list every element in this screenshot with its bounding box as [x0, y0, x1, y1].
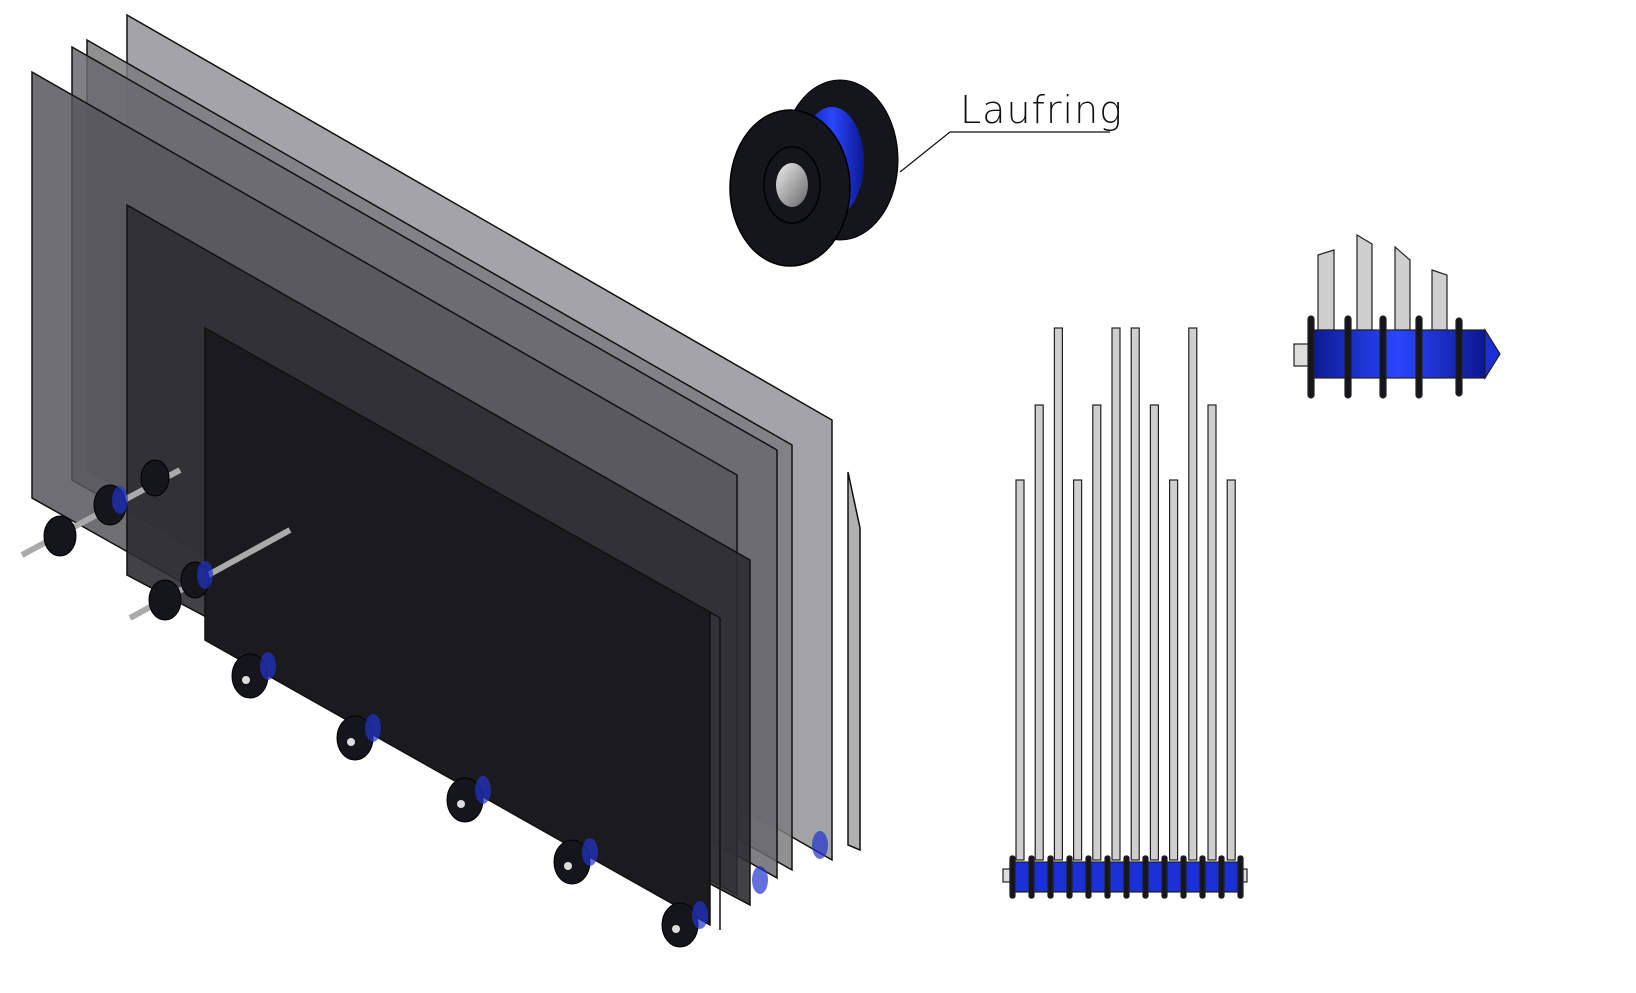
plate-stack-isometric	[31, 13, 861, 930]
plate	[204, 326, 711, 927]
roller-flange	[1161, 855, 1168, 899]
plate	[1149, 404, 1160, 861]
roller-flange	[1218, 855, 1225, 899]
roller-flange	[1180, 855, 1187, 899]
plate	[847, 471, 861, 852]
plate	[1356, 233, 1373, 331]
plate	[1168, 479, 1179, 861]
plate	[1188, 327, 1198, 861]
roller-flange	[1123, 855, 1130, 899]
plate	[1394, 245, 1411, 331]
plate	[1034, 404, 1044, 861]
plate	[1431, 269, 1448, 331]
plate	[1317, 249, 1335, 331]
roller-flange	[1199, 855, 1206, 899]
side-view	[1002, 327, 1248, 899]
leader-line	[899, 131, 1110, 173]
roller-flange	[1028, 855, 1035, 899]
plate	[1226, 479, 1236, 861]
roller-flange	[1066, 855, 1073, 899]
front-view	[1293, 233, 1501, 399]
roller-flange	[1009, 855, 1016, 899]
roller-flange	[1047, 855, 1054, 899]
axles-isometric	[20, 459, 828, 948]
roller-flange	[1237, 855, 1244, 899]
laufring-roller	[729, 79, 1110, 267]
roller-flange	[1104, 855, 1111, 899]
plate	[1072, 479, 1083, 861]
plate	[1207, 404, 1217, 861]
roller-flange	[1142, 855, 1149, 899]
plate	[1053, 327, 1064, 861]
plate	[1111, 327, 1121, 861]
plate	[1092, 404, 1102, 861]
plate	[1015, 479, 1025, 861]
plate	[1130, 327, 1140, 861]
roller-flange	[1085, 855, 1092, 899]
laufring-label: Laufring	[960, 88, 1123, 132]
